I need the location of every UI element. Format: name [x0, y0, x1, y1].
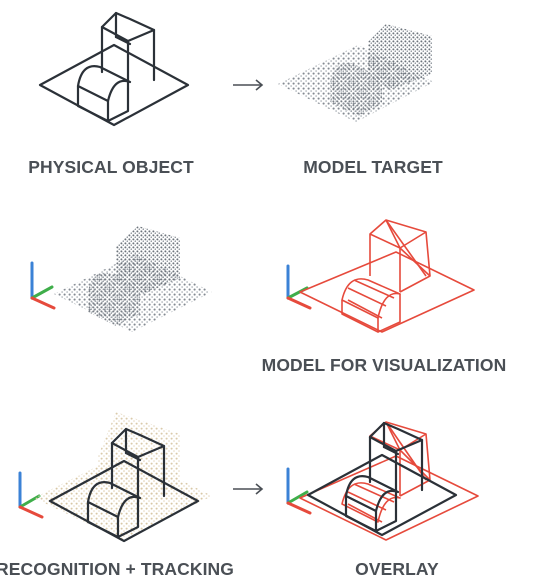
xyz-axes-icon	[30, 261, 56, 310]
label-model-for-visualization: MODEL FOR VISUALIZATION	[262, 355, 507, 375]
model-target-point-cloud-tracking	[54, 226, 212, 332]
right-arrow-icon	[233, 79, 264, 91]
label-model-target: MODEL TARGET	[303, 157, 443, 177]
overlay-illustration	[299, 421, 479, 541]
label-overlay: OVERLAY	[355, 559, 439, 579]
xyz-axes-icon	[286, 264, 312, 310]
xyz-axes-icon	[286, 467, 312, 515]
model-target-point-cloud	[278, 24, 434, 122]
visualization-model-wireframe	[299, 219, 475, 333]
physical-object-illustration	[38, 11, 190, 127]
label-recognition-tracking: RECOGNITION + TRACKING	[0, 559, 234, 579]
xyz-axes-icon	[18, 471, 44, 519]
label-physical-object: PHYSICAL OBJECT	[28, 157, 194, 177]
recognition-tracking-illustration	[34, 412, 212, 543]
right-arrow-icon	[233, 483, 264, 495]
